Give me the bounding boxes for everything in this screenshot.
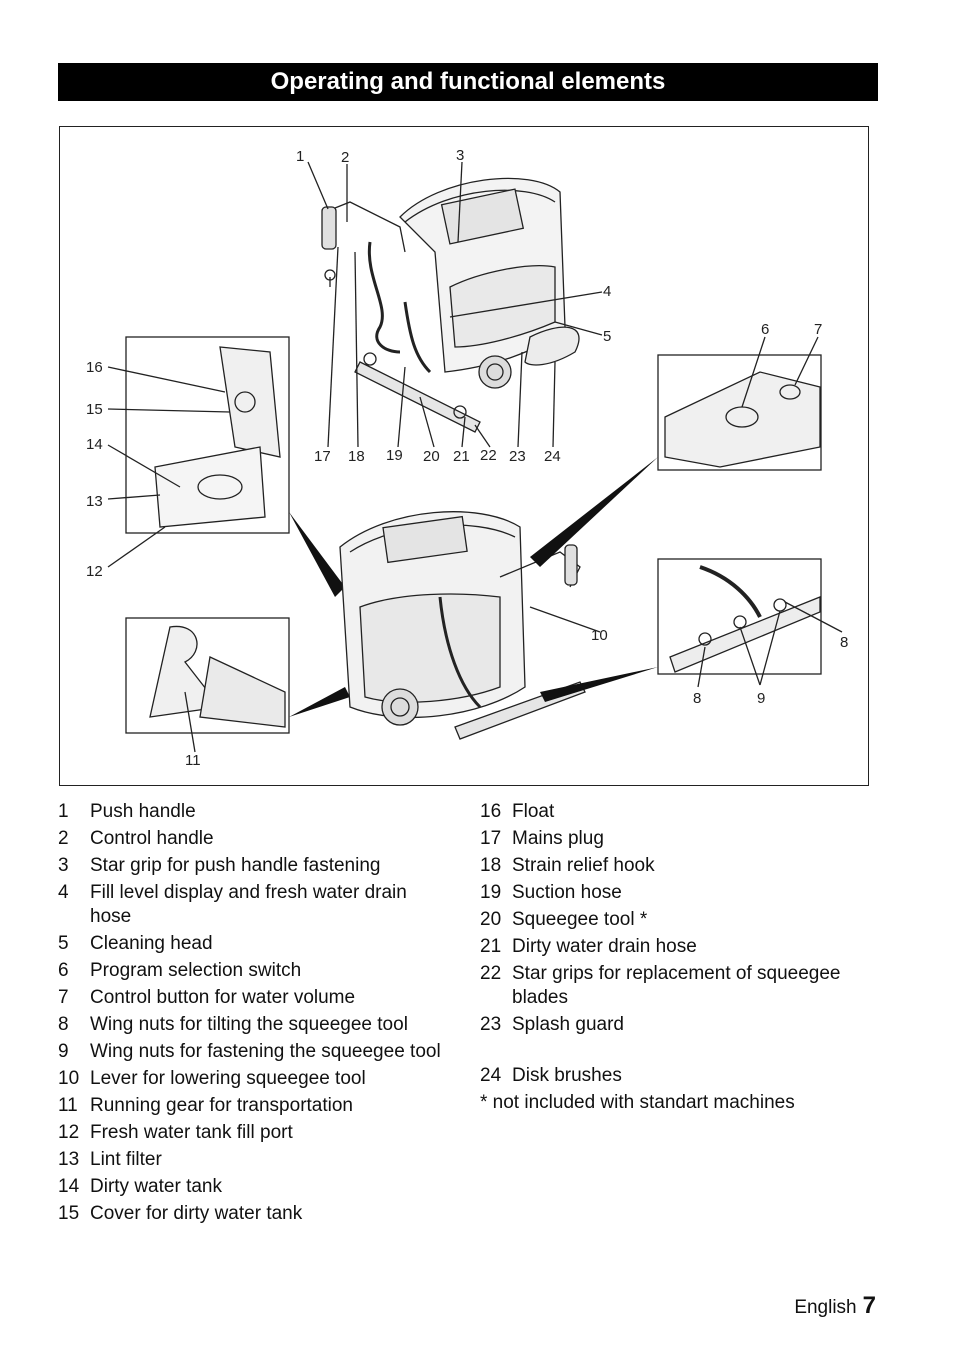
callout-19: 19 xyxy=(386,447,403,464)
callout-9: 9 xyxy=(757,690,765,707)
page-number: 7 xyxy=(862,1292,876,1319)
callout-10: 10 xyxy=(591,627,608,644)
diagram-drawing: 1 2 3 4 5 6 7 8 8 9 10 11 12 13 14 15 16… xyxy=(86,147,848,769)
machine-diagram: 1 2 3 4 5 6 7 8 8 9 10 11 12 13 14 15 16… xyxy=(59,126,869,786)
callout-22: 22 xyxy=(480,447,497,464)
footnote: * not included with standart machines xyxy=(480,1092,795,1113)
callout-18: 18 xyxy=(348,448,365,465)
footer-language: English xyxy=(794,1297,857,1318)
callout-8b: 8 xyxy=(693,690,701,707)
callout-13: 13 xyxy=(86,493,103,510)
callout-3: 3 xyxy=(456,147,464,164)
callout-12: 12 xyxy=(86,563,103,580)
callout-24: 24 xyxy=(544,448,561,465)
callout-16: 16 xyxy=(86,359,103,376)
callout-4: 4 xyxy=(603,283,611,300)
callout-8a: 8 xyxy=(840,634,848,651)
callout-20: 20 xyxy=(423,448,440,465)
spacer xyxy=(480,1040,880,1064)
page-footer: English 7 xyxy=(794,1292,876,1320)
callout-1: 1 xyxy=(296,148,304,165)
callout-23: 23 xyxy=(509,448,526,465)
callout-14: 14 xyxy=(86,436,103,453)
page-title: Operating and functional elements xyxy=(58,63,878,101)
callout-17: 17 xyxy=(314,448,331,465)
callout-11: 11 xyxy=(185,752,201,769)
callout-15: 15 xyxy=(86,401,103,418)
callout-5: 5 xyxy=(603,328,611,345)
callout-7: 7 xyxy=(814,321,822,338)
callout-6: 6 xyxy=(761,321,769,338)
callout-2: 2 xyxy=(341,149,349,166)
callout-21: 21 xyxy=(453,448,470,465)
